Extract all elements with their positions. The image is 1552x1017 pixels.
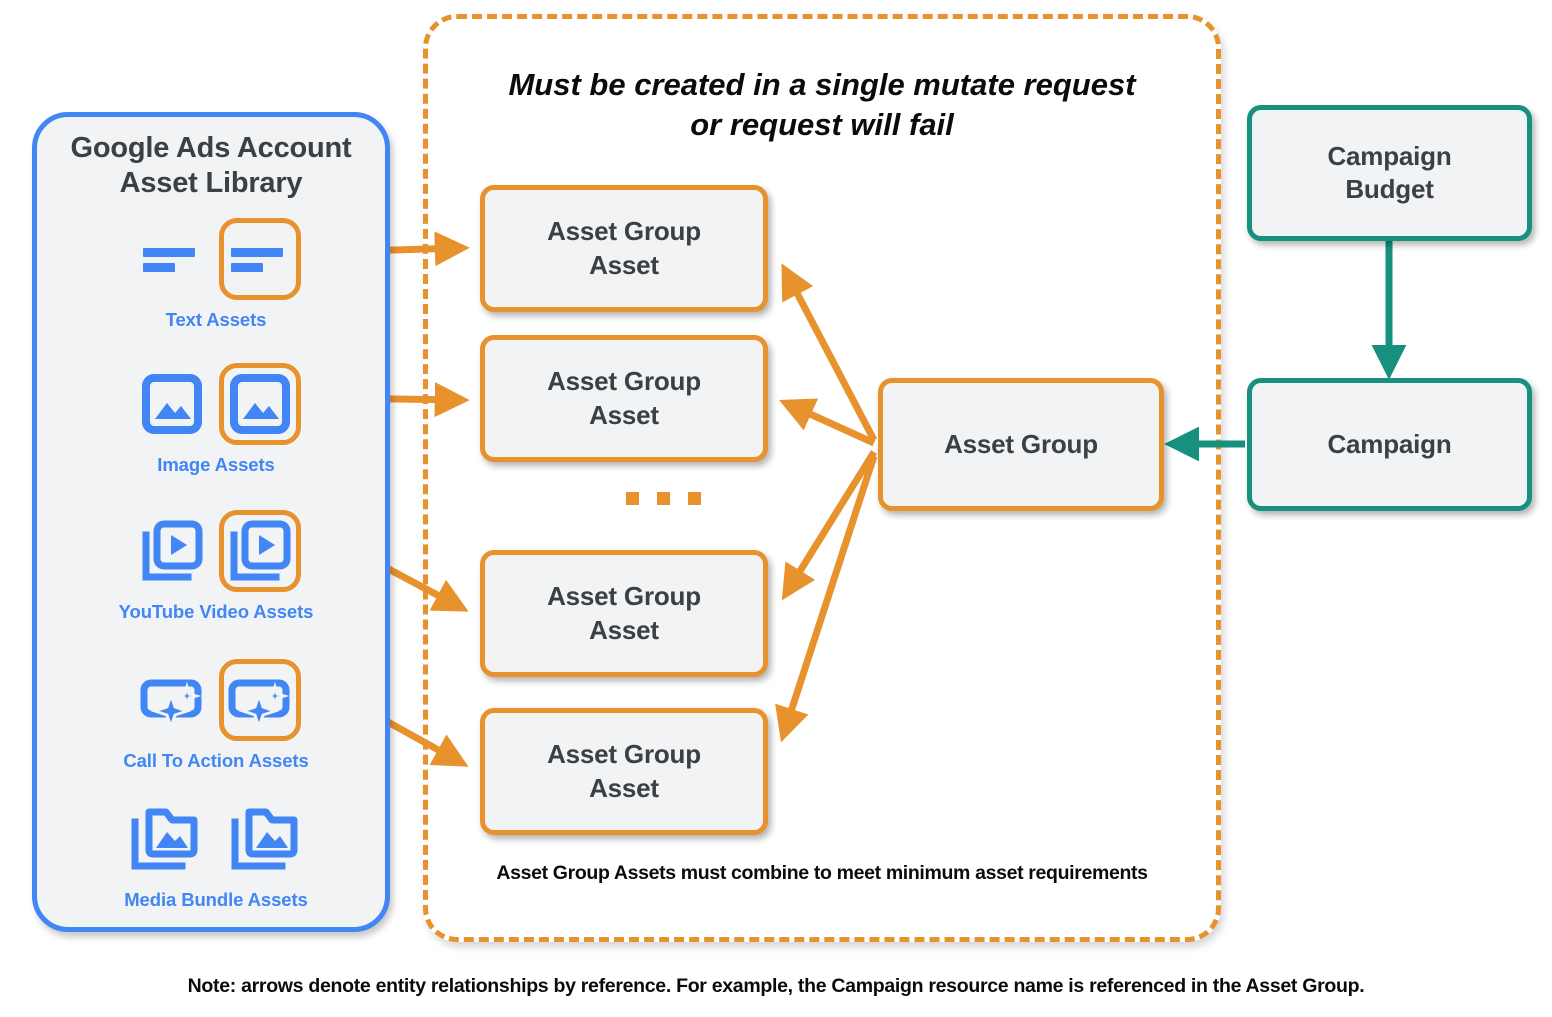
- ellipsis-dot-2: [657, 492, 670, 505]
- call-to-action-asset-icon-selected[interactable]: [219, 659, 301, 741]
- icon-pair-text: [37, 213, 395, 305]
- asset-row-text: Text Assets: [37, 213, 395, 331]
- media-bundle-asset-icon: [125, 798, 207, 880]
- ellipsis-dot-1: [626, 492, 639, 505]
- icon-pair-call-to-action: [37, 654, 395, 746]
- text-asset-icon-selected[interactable]: [219, 218, 301, 300]
- diagram-bottom-note: Note: arrows denote entity relationships…: [187, 975, 1365, 997]
- youtube-video-asset-icon-selected[interactable]: [219, 510, 301, 592]
- icon-pair-image: [37, 358, 395, 450]
- text-asset-icon: [131, 218, 213, 300]
- ellipsis-indicator: [626, 492, 701, 505]
- asset-row-image: Image Assets: [37, 358, 395, 476]
- asset-row-media-bundle: Media Bundle Assets: [37, 793, 395, 911]
- asset-row-call-to-action: Call To Action Assets: [37, 654, 395, 772]
- asset-library-title: Google Ads Account Asset Library: [70, 132, 352, 200]
- youtube-video-asset-icon: [131, 510, 213, 592]
- asset-group-asset-node-1[interactable]: Asset Group Asset: [480, 185, 768, 312]
- mutate-request-footnote: Asset Group Assets must combine to meet …: [496, 862, 1148, 884]
- asset-label-call-to-action: Call To Action Assets: [123, 750, 309, 771]
- asset-label-media-bundle: Media Bundle Assets: [124, 889, 308, 910]
- asset-row-youtube-video: YouTube Video Assets: [37, 505, 395, 623]
- image-asset-icon: [131, 363, 213, 445]
- asset-group-asset-node-3[interactable]: Asset Group Asset: [480, 550, 768, 677]
- media-bundle-asset-icon-2: [225, 798, 307, 880]
- mutate-request-title: Must be created in a single mutate reque…: [508, 67, 1136, 142]
- asset-group-asset-node-2[interactable]: Asset Group Asset: [480, 335, 768, 462]
- asset-group-node[interactable]: Asset Group: [878, 378, 1164, 511]
- image-asset-icon-selected[interactable]: [219, 363, 301, 445]
- asset-label-youtube-video: YouTube Video Assets: [118, 601, 314, 622]
- campaign-budget-node[interactable]: Campaign Budget: [1247, 105, 1532, 241]
- icon-pair-youtube-video: [37, 505, 395, 597]
- campaign-node[interactable]: Campaign: [1247, 378, 1532, 511]
- asset-group-asset-node-4[interactable]: Asset Group Asset: [480, 708, 768, 835]
- asset-label-text: Text Assets: [165, 309, 267, 330]
- asset-library-panel: Google Ads Account Asset Library Text: [32, 112, 390, 932]
- call-to-action-asset-icon: [131, 659, 213, 741]
- asset-label-image: Image Assets: [157, 454, 275, 475]
- ellipsis-dot-3: [688, 492, 701, 505]
- icon-pair-media-bundle: [37, 793, 395, 885]
